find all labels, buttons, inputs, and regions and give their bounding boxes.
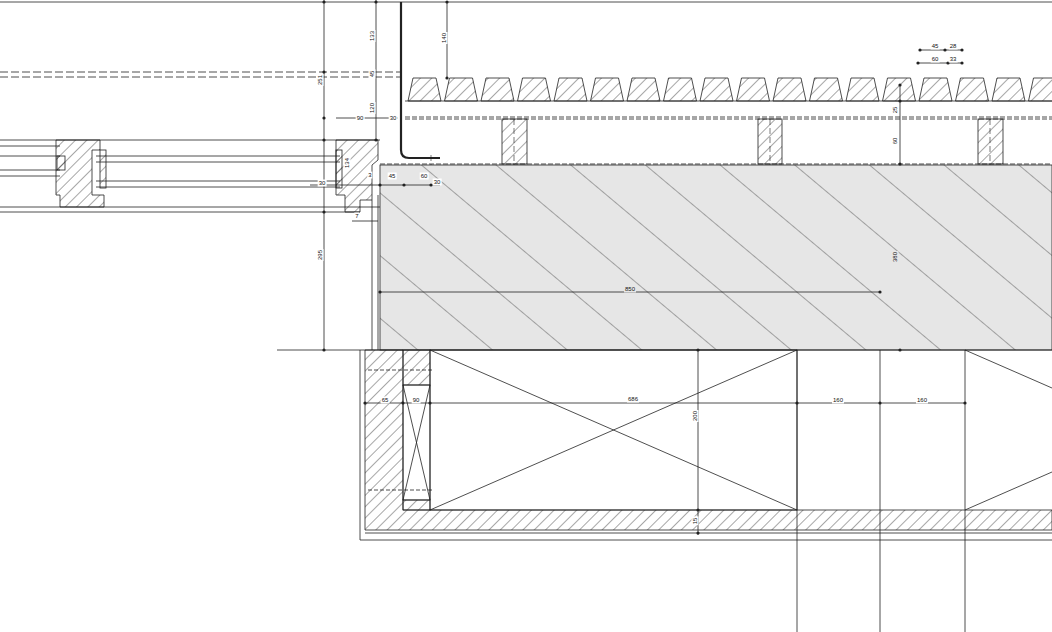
dimension-dot xyxy=(378,290,381,293)
dimension-dot xyxy=(795,401,798,404)
roof-tile xyxy=(445,78,478,101)
dimension-dot xyxy=(963,401,966,404)
dimension-dot xyxy=(696,348,699,351)
dimension-dot xyxy=(322,116,325,119)
roof-tile xyxy=(591,78,624,101)
dimension-dot xyxy=(445,76,448,79)
roof-tile xyxy=(1029,78,1052,101)
dimension-dot xyxy=(960,48,963,51)
dimension-label: 30 xyxy=(433,179,442,186)
dimension-dot xyxy=(898,162,901,165)
dimension-label: 295 xyxy=(317,249,324,261)
roof-tile xyxy=(883,78,916,101)
dimension-label: 134 xyxy=(344,157,351,169)
dimension-label: 25 xyxy=(892,106,899,115)
dimension-label: 90 xyxy=(356,115,365,122)
dimension-dot xyxy=(878,290,881,293)
dimension-dot xyxy=(322,210,325,213)
roof-tile xyxy=(992,78,1025,101)
dimension-dot xyxy=(918,48,921,51)
dimension-label: 45 xyxy=(388,173,397,180)
dimension-dot xyxy=(696,508,699,511)
roof-tile xyxy=(700,78,733,101)
dimension-label: 60 xyxy=(420,173,429,180)
dimension-dot xyxy=(898,99,901,102)
dimension-dot xyxy=(322,348,325,351)
dimension-label: 65 xyxy=(381,397,390,404)
dimension-dot xyxy=(322,138,325,141)
dimension-dot xyxy=(428,401,431,404)
dimension-dot xyxy=(878,401,881,404)
roof-tile xyxy=(408,78,441,101)
roof-tile xyxy=(518,78,551,101)
dimension-label: 45 xyxy=(369,70,376,79)
roof-tile xyxy=(481,78,514,101)
dimension-dot xyxy=(898,83,901,86)
dimension-label: 686 xyxy=(627,396,639,403)
dimension-label: 120 xyxy=(369,102,376,114)
dimension-label: 251 xyxy=(317,74,324,86)
dimension-label: 60 xyxy=(892,137,899,146)
roof-tile xyxy=(664,78,697,101)
dimension-label: 30 xyxy=(318,180,327,187)
dimension-label: 3 xyxy=(367,172,372,179)
dimension-label: 33 xyxy=(949,56,958,63)
dimension-dot xyxy=(322,0,325,3)
dimension-label: 7 xyxy=(354,213,359,220)
dimension-label: 90 xyxy=(412,397,421,404)
dimension-label: 160 xyxy=(832,397,844,404)
dimension-label: 15 xyxy=(692,517,699,526)
dimension-dot xyxy=(378,183,381,186)
dimension-label: 60 xyxy=(931,56,940,63)
dimension-label: 850 xyxy=(624,286,636,293)
dimension-dot xyxy=(374,138,377,141)
dimension-label: 133 xyxy=(369,30,376,42)
dimension-dot xyxy=(363,401,366,404)
dimension-dot xyxy=(402,183,405,186)
dimension-dot xyxy=(696,531,699,534)
roof-tile xyxy=(554,78,587,101)
roof-tile xyxy=(810,78,843,101)
dimension-dot xyxy=(374,0,377,3)
dimension-dot xyxy=(401,401,404,404)
roof-tile xyxy=(773,78,806,101)
roof-tile xyxy=(737,78,770,101)
roof-tile xyxy=(627,78,660,101)
roof-tile xyxy=(919,78,952,101)
roof-tile xyxy=(846,78,879,101)
dimension-label: 160 xyxy=(916,397,928,404)
dimension-label: 30 xyxy=(389,115,398,122)
dimension-dot xyxy=(943,48,946,51)
dimension-dot xyxy=(445,0,448,3)
dimension-dot xyxy=(916,61,919,64)
dimension-dot xyxy=(898,348,901,351)
dimension-label: 200 xyxy=(692,410,699,422)
roof-tile xyxy=(956,78,989,101)
dimension-label: 140 xyxy=(441,32,448,44)
dimension-label: 45 xyxy=(931,43,940,50)
dimension-label: 28 xyxy=(949,43,958,50)
dimension-dot xyxy=(960,61,963,64)
dimension-label: 380 xyxy=(892,251,899,263)
